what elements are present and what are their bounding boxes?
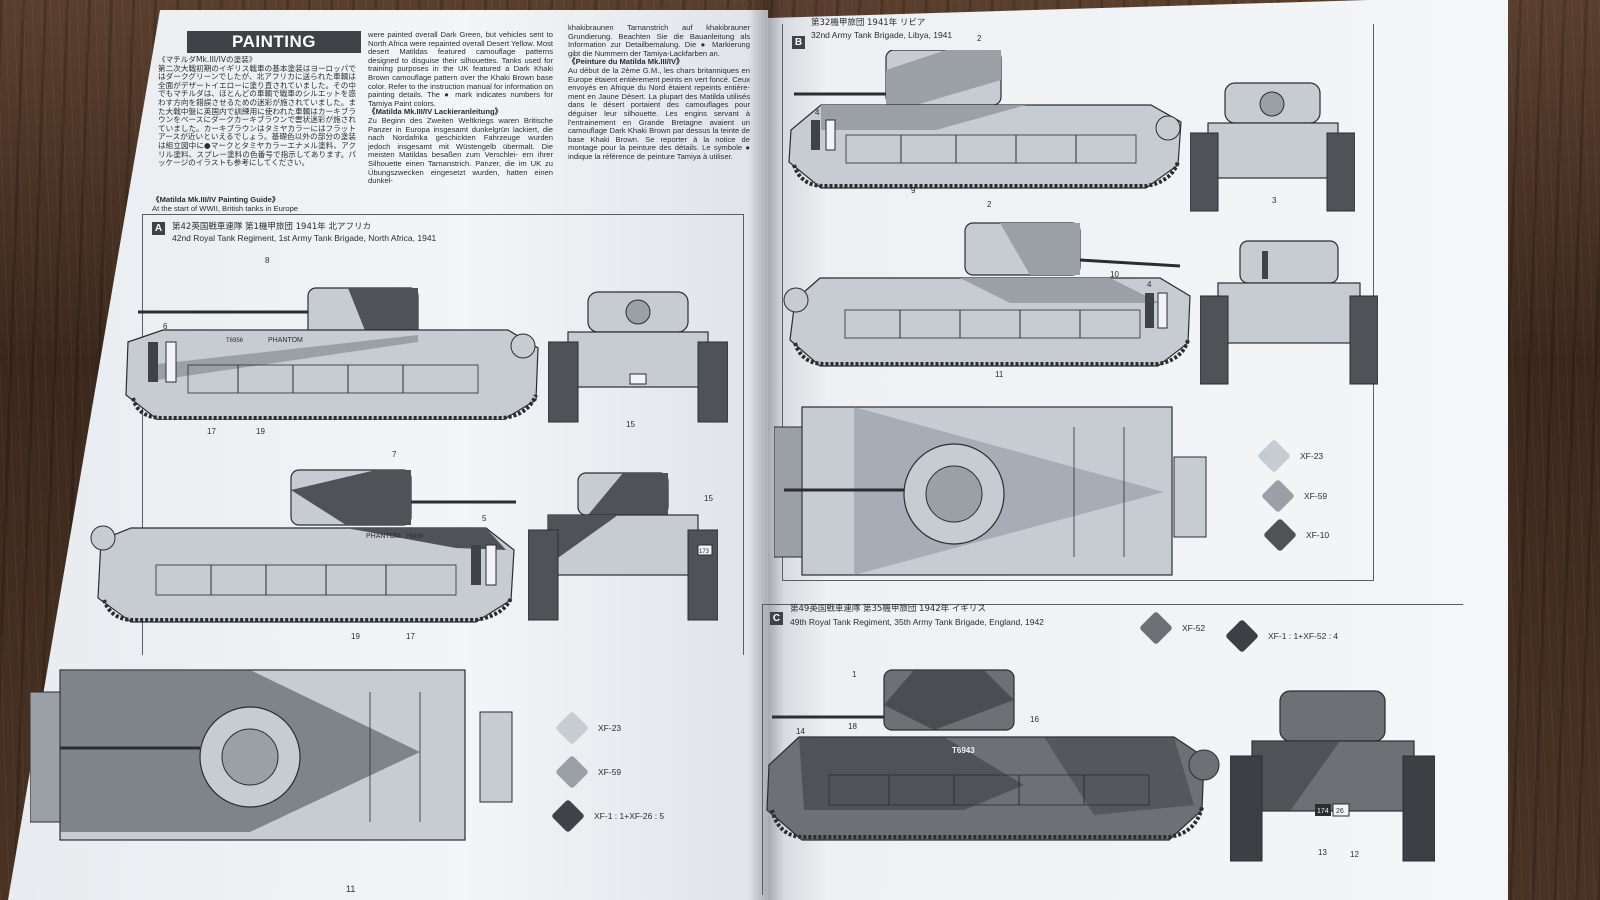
page-number: 11: [346, 884, 356, 894]
swatch-b-xf10-label: XF-10: [1306, 530, 1330, 540]
english-intro-start: 《Matilda Mk.III/IV Painting Guide》 At th…: [152, 196, 357, 218]
swatch-b-xf23-chip: [1257, 439, 1291, 473]
swatch-c-xf1-xf52: XF-1 : 1+XF-52 : 4: [1225, 619, 1339, 653]
tank-name-phantom-a1: PHANTOM: [268, 337, 303, 344]
swatch-c-xf52: XF-52: [1139, 611, 1206, 645]
english-german-column: were painted overall Dark Green, but veh…: [368, 31, 553, 216]
callout-c-14: 14: [796, 727, 805, 736]
swatch-b-xf10-chip: [1263, 518, 1297, 552]
tank-serial-c: T6943: [952, 746, 975, 755]
scheme-a-side-view-right: PHANTOM T6956: [86, 460, 521, 625]
scheme-c-side-view: T6943: [764, 665, 1226, 845]
scheme-a-top-view: [30, 662, 515, 842]
callout-a-7: 7: [392, 450, 397, 459]
swatch-c-xf1-xf52-chip: [1225, 619, 1259, 653]
french-guide-text: Au début de la 2ème G.M., les chars brit…: [568, 65, 750, 161]
scheme-b-title-jp: 第32機甲旅団 1941年 リビア: [811, 18, 926, 28]
scheme-c-rear-view: 174 26: [1230, 686, 1435, 866]
callout-a-19b: 19: [351, 632, 360, 641]
callout-c-18: 18: [848, 722, 857, 731]
plate-a: 173: [699, 549, 710, 555]
callout-b-2: 2: [977, 34, 982, 43]
swatch-a-xf1-xf26-label: XF-1 : 1+XF-26 : 5: [594, 811, 665, 821]
scheme-c-letter: C: [770, 612, 783, 625]
scheme-a-frame: [142, 214, 744, 655]
callout-a-17b: 17: [406, 632, 415, 641]
callout-a-5: 5: [482, 514, 487, 523]
swatch-c-xf52-chip: [1139, 611, 1173, 645]
callout-b-4: 4: [815, 108, 820, 117]
swatch-b-xf23-label: XF-23: [1300, 451, 1324, 461]
scheme-b-title-en: 32nd Army Tank Brigade, Libya, 1941: [811, 30, 953, 40]
callout-a-15b: 15: [704, 494, 713, 503]
plate-c-26: 26: [1336, 808, 1344, 815]
scheme-a-front-view: [548, 282, 728, 427]
callout-c-16: 16: [1030, 715, 1039, 724]
scheme-b-side-view-left: [786, 50, 1186, 190]
plate-c-174: 174: [1317, 808, 1329, 815]
scheme-b-letter: B: [792, 36, 805, 49]
callout-b-11: 11: [995, 370, 1004, 379]
swatch-a-xf1-xf26-chip: [551, 799, 585, 833]
swatch-a-xf1-xf26: XF-1 : 1+XF-26 : 5: [551, 799, 665, 833]
callout-b-10: 10: [1110, 270, 1119, 279]
swatch-b-xf59-chip: [1261, 479, 1295, 513]
swatch-a-xf23-label: XF-23: [598, 723, 622, 733]
swatch-a-xf59-label: XF-59: [598, 767, 622, 777]
scheme-b-top-view: [774, 402, 1209, 577]
jp-intro-part2: 基礎色以外の部分の塗装は組立図中に●マークとタミヤカラーエナメル塗料、アクリル塗…: [158, 132, 356, 168]
scheme-a-title-jp: 第42英国戦車連隊 第1機甲旅団 1941年 北アフリカ: [172, 222, 371, 232]
tank-name-phantom-a2: PHANTOM: [366, 533, 401, 540]
french-guide-title: 《Peinture du Matilda Mk.III/IV》: [568, 57, 684, 67]
callout-c-12: 12: [1350, 850, 1359, 859]
german-french-column: khakibraunen Tarnanstrich auf khakibraun…: [568, 24, 750, 194]
scheme-a-side-view-left: PHANTOM T6956: [118, 270, 548, 420]
swatch-b-xf59-label: XF-59: [1304, 491, 1328, 501]
callout-a-15: 15: [626, 420, 635, 429]
japanese-intro-text: 《マチルダMk.III/IVの塗装》 第二次大戦初期のイギリス戦車の基本塗装はヨ…: [158, 56, 356, 184]
swatch-c-xf52-label: XF-52: [1182, 623, 1206, 633]
english-guide-text-cont: were painted overall Dark Green, but veh…: [368, 31, 553, 108]
callout-b-9: 9: [911, 186, 916, 195]
german-guide-text-cont: khakibraunen Tarnanstrich auf khakibraun…: [568, 24, 750, 58]
english-guide-text-start: At the start of WWII, British tanks in E…: [152, 203, 299, 213]
callout-a-8: 8: [265, 256, 270, 265]
swatch-b-xf23: XF-23: [1257, 439, 1324, 473]
callout-c-13: 13: [1318, 848, 1327, 857]
german-guide-text: Zu Beginn des Zweiten Weltkriegs waren B…: [368, 115, 553, 186]
scheme-c-title-en: 49th Royal Tank Regiment, 35th Army Tank…: [790, 617, 1044, 627]
tank-serial-a1: T6956: [226, 338, 244, 344]
scheme-a-letter: A: [152, 222, 165, 235]
callout-a-19: 19: [256, 427, 265, 436]
swatch-a-xf59: XF-59: [555, 755, 622, 789]
english-guide-title: 《Matilda Mk.III/IV Painting Guide》: [152, 196, 280, 204]
scheme-b-rear-view: [1200, 236, 1378, 386]
callout-a-6: 6: [163, 322, 168, 331]
swatch-a-xf59-chip: [555, 755, 589, 789]
callout-c-1: 1: [852, 670, 857, 679]
scheme-c-title-jp: 第49英国戦車連隊 第35機甲旅団 1942年 イギリス: [790, 604, 986, 614]
scheme-b-side-view-right: [780, 218, 1195, 368]
callout-b-4b: 4: [1147, 280, 1152, 289]
painting-header: PAINTING: [187, 31, 361, 53]
scheme-c-frame: [762, 604, 1463, 895]
callout-b-3: 3: [1272, 196, 1277, 205]
swatch-a-xf23-chip: [555, 711, 589, 745]
jp-intro-part1: 《マチルダMk.III/IVの塗装》 第二次大戦初期のイギリス戦車の基本塗装はヨ…: [158, 56, 356, 142]
scheme-a-rear-view: 173: [528, 465, 718, 625]
swatch-b-xf10: XF-10: [1263, 518, 1330, 552]
swatch-b-xf59: XF-59: [1261, 479, 1328, 513]
tank-serial-a2: T6956: [406, 534, 424, 540]
callout-b-2b: 2: [987, 200, 992, 209]
swatch-a-xf23: XF-23: [555, 711, 622, 745]
scheme-b-front-view: [1190, 78, 1355, 213]
callout-a-17: 17: [207, 427, 216, 436]
german-guide-title: 《Matilda Mk.III/IV Lackieranleitung》: [368, 107, 503, 117]
scheme-a-title-en: 42nd Royal Tank Regiment, 1st Army Tank …: [172, 233, 437, 243]
swatch-c-xf1-xf52-label: XF-1 : 1+XF-52 : 4: [1268, 631, 1339, 641]
